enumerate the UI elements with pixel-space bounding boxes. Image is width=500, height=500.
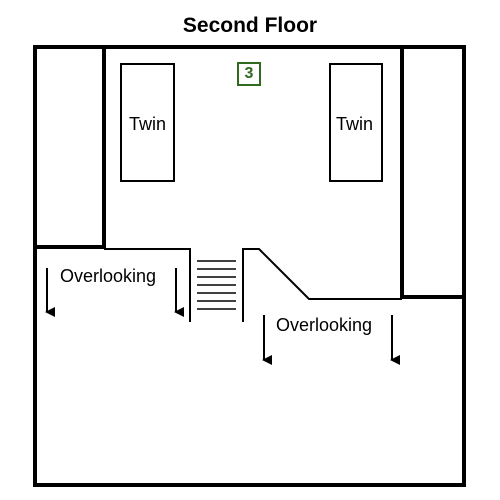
bed-left-label: Twin xyxy=(129,114,167,134)
bed-right-label: Twin xyxy=(336,114,374,134)
loft-rail-right xyxy=(242,248,402,322)
loft-rail-left xyxy=(104,248,191,322)
right-closet-wall xyxy=(400,47,464,299)
bed-right xyxy=(329,63,383,182)
staircase xyxy=(197,260,236,310)
floor-title: Second Floor xyxy=(182,14,318,37)
room-number-badge: 3 xyxy=(237,62,261,86)
bed-left xyxy=(120,63,175,182)
outer-wall xyxy=(33,45,466,487)
left-closet-wall xyxy=(35,47,106,249)
overlook-left-label: Overlooking xyxy=(60,266,157,286)
overlook-right-label: Overlooking xyxy=(276,315,373,335)
